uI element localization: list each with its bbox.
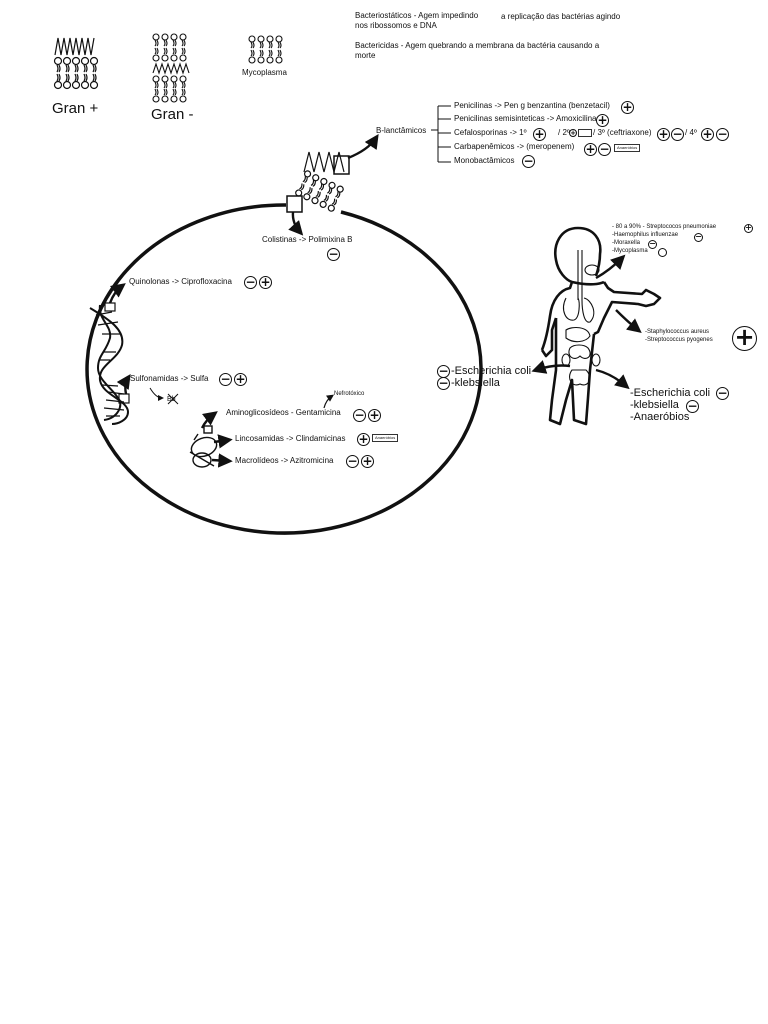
- bacteriostatic-text-2: nos ribossomos e DNA: [355, 21, 437, 30]
- minus-sign-icon: −: [694, 232, 703, 242]
- sulfonamides-text: Sulfonamidas -> Sulfa: [130, 374, 209, 383]
- bacteriostatic-text-1: Bacteriostáticos - Agem impedindo: [355, 11, 479, 20]
- right-gut-item-3: -Anaeróbios: [630, 411, 690, 423]
- arrow-sulfonamides: [116, 374, 131, 395]
- ribosome-icon: [189, 425, 218, 468]
- minus-sign-icon: −: [219, 372, 232, 386]
- minus-sign-icon: −: [346, 454, 359, 468]
- arrow-macrolides: [211, 453, 233, 468]
- minus-sign-icon: −: [716, 127, 729, 141]
- organs-icon: [561, 250, 601, 386]
- cephalosporin-4th-text: / 4º: [685, 128, 697, 137]
- bactericide-text-2: morte: [355, 51, 376, 60]
- crossed-out-text: Bb: [167, 396, 176, 403]
- aminoglycosides-text: Aminoglicosídeos - Gentamicina: [226, 408, 341, 417]
- mycoplasma-label: Mycoplasma: [242, 68, 287, 77]
- crossout-mark: [167, 393, 179, 405]
- arrow-nephrotoxic: [323, 394, 334, 409]
- sticker-box: [578, 129, 592, 137]
- quinolones-text: Quinolonas -> Ciprofloxacina: [129, 277, 232, 286]
- plus-sign-icon: +: [701, 127, 714, 141]
- plus-sign-icon: +: [584, 142, 597, 156]
- arrow-colistins: [288, 211, 304, 236]
- arrow-lincosamides: [213, 434, 233, 449]
- arrow-skin: [615, 309, 642, 333]
- skin-item-1: -Staphylococcus aureus: [645, 329, 710, 335]
- right-gut-item-1: -Escherichia coli: [630, 387, 711, 399]
- plus-sign-icon: +: [744, 223, 753, 233]
- left-gut-item-1: -Escherichia coli: [451, 365, 532, 377]
- plus-sign-icon: +: [732, 325, 757, 351]
- cephalosporin-2nd-text: / 2º: [558, 128, 570, 137]
- carbapenem-text: Carbapenêmicos -> (meropenem): [454, 142, 575, 151]
- minus-sign-icon: −: [716, 386, 729, 400]
- penicillin-g-text: Penicilinas -> Pen g benzantina (benzeta…: [454, 101, 610, 110]
- dna-helix-icon: [89, 302, 130, 425]
- arrow-sulfa-crossed: [149, 387, 164, 401]
- gram-positive-membrane-icon: [53, 37, 99, 90]
- arrow-respiratory: [595, 254, 626, 280]
- cell-membrane-fragment-icon: [286, 151, 350, 213]
- minus-sign-icon: −: [353, 408, 366, 422]
- mycoplasma-membrane-icon: [248, 35, 283, 64]
- minus-sign-icon: −: [686, 399, 699, 413]
- gram-negative-label: Gran -: [151, 106, 194, 123]
- arrow-left-gut: [531, 360, 571, 374]
- plus-sign-icon: +: [368, 408, 381, 422]
- plus-sign-icon: +: [234, 372, 247, 386]
- gram-negative-membrane-icon: [152, 33, 190, 103]
- right-gut-item-2: -klebsiella: [630, 399, 679, 411]
- anaerobes-sticker: Anaeróbios: [372, 434, 399, 442]
- plus-sign-icon: +: [361, 454, 374, 468]
- respiratory-item-3: -Moraxella: [612, 240, 641, 246]
- penicillin-semisynthetic-text: Penicilinas semisinteticas -> Amoxicilin…: [454, 114, 597, 123]
- plus-sign-icon: +: [533, 127, 546, 141]
- arrow-aminoglycosides: [200, 411, 218, 429]
- anaerobes-sticker: Anaeróbios: [614, 144, 641, 152]
- macrolides-text: Macrolídeos -> Azitromicina: [235, 456, 334, 465]
- nephrotoxic-text: Nefrotóxico: [334, 391, 365, 397]
- plus-sign-icon: +: [657, 127, 670, 141]
- monobactam-text: Monobactâmicos: [454, 156, 515, 165]
- left-gut-item-2: -klebsiella: [451, 377, 500, 389]
- plus-sign-icon: +: [596, 113, 609, 127]
- arrow-beta-lactams: [347, 134, 379, 160]
- gram-positive-label: Gran +: [52, 100, 99, 117]
- colistins-text: Colistinas -> Polimixina B: [262, 235, 353, 244]
- skin-item-2: -Streptococcus pyogenes: [645, 337, 713, 343]
- minus-sign-icon: −: [648, 239, 657, 249]
- cephalosporin-text: Cefalosporinas -> 1º: [454, 128, 527, 137]
- plus-sign-icon: +: [259, 275, 272, 289]
- respiratory-item-1: - 80 a 90% - Streptococos pneumoniae: [612, 224, 717, 230]
- minus-sign-icon: −: [671, 127, 684, 141]
- plus-sign-icon: +: [621, 100, 634, 114]
- plus-sign-icon: +: [569, 129, 577, 137]
- bacteriostatic-text-1b: a replicação das bactérias agindo: [501, 12, 621, 21]
- beta-lactam-bracket: [431, 105, 451, 163]
- plus-sign-icon: +: [357, 432, 370, 446]
- respiratory-item-4: -Mycoplasma: [612, 248, 648, 254]
- minus-sign-icon: −: [244, 275, 257, 289]
- cephalosporin-3rd-text: / 3º (ceftriaxone): [593, 128, 652, 137]
- human-body-icon: [540, 226, 662, 426]
- minus-sign-icon: −: [327, 247, 340, 261]
- arrow-quinolones: [108, 283, 126, 304]
- minus-sign-icon: −: [598, 142, 611, 156]
- arrow-right-gut: [595, 368, 630, 390]
- minus-sign-icon: −: [437, 376, 450, 390]
- bactericide-text-1: Bactericidas - Agem quebrando a membrana…: [355, 41, 600, 50]
- circle-mark-icon: [658, 248, 667, 257]
- beta-lactams-title: B-lanctâmicos: [376, 126, 427, 135]
- bacterial-cell-outline: [85, 203, 483, 535]
- lincosamides-text: Lincosamidas -> Clindamicinas: [235, 434, 346, 443]
- respiratory-item-2: -Haemophilus influenzae: [612, 232, 679, 238]
- minus-sign-icon: −: [522, 154, 535, 168]
